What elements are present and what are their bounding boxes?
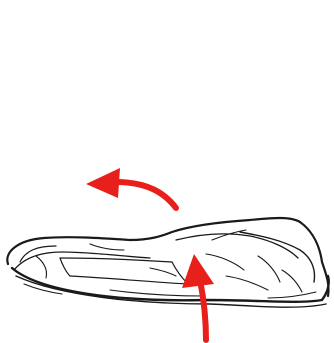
crease-8 <box>110 290 204 296</box>
crease-4 <box>206 254 244 270</box>
crease-5 <box>226 276 268 290</box>
curved-arrow-up-shaft <box>200 280 206 340</box>
garment-right-shoulder <box>300 222 329 296</box>
garment-top-edge <box>130 218 300 240</box>
garment-inner-rect-left <box>60 258 70 276</box>
crease-2 <box>90 244 124 250</box>
crease-1 <box>36 256 47 278</box>
crease-6 <box>258 256 280 282</box>
garment-collar-fold <box>176 234 298 258</box>
garment-inner-rect-top <box>60 258 172 262</box>
garment-right-inner-fold <box>240 232 314 282</box>
crease-3 <box>150 268 176 276</box>
garment-drawing <box>7 218 328 307</box>
crease-7 <box>282 270 302 292</box>
curved-arrow-up-head <box>182 254 214 288</box>
garment-left-fold <box>14 252 150 270</box>
curved-arrow-left-head <box>86 168 120 198</box>
crease-11 <box>268 292 316 298</box>
garment-inner-rect-bottom <box>70 276 188 284</box>
curved-arrow-left-shaft <box>116 182 176 208</box>
